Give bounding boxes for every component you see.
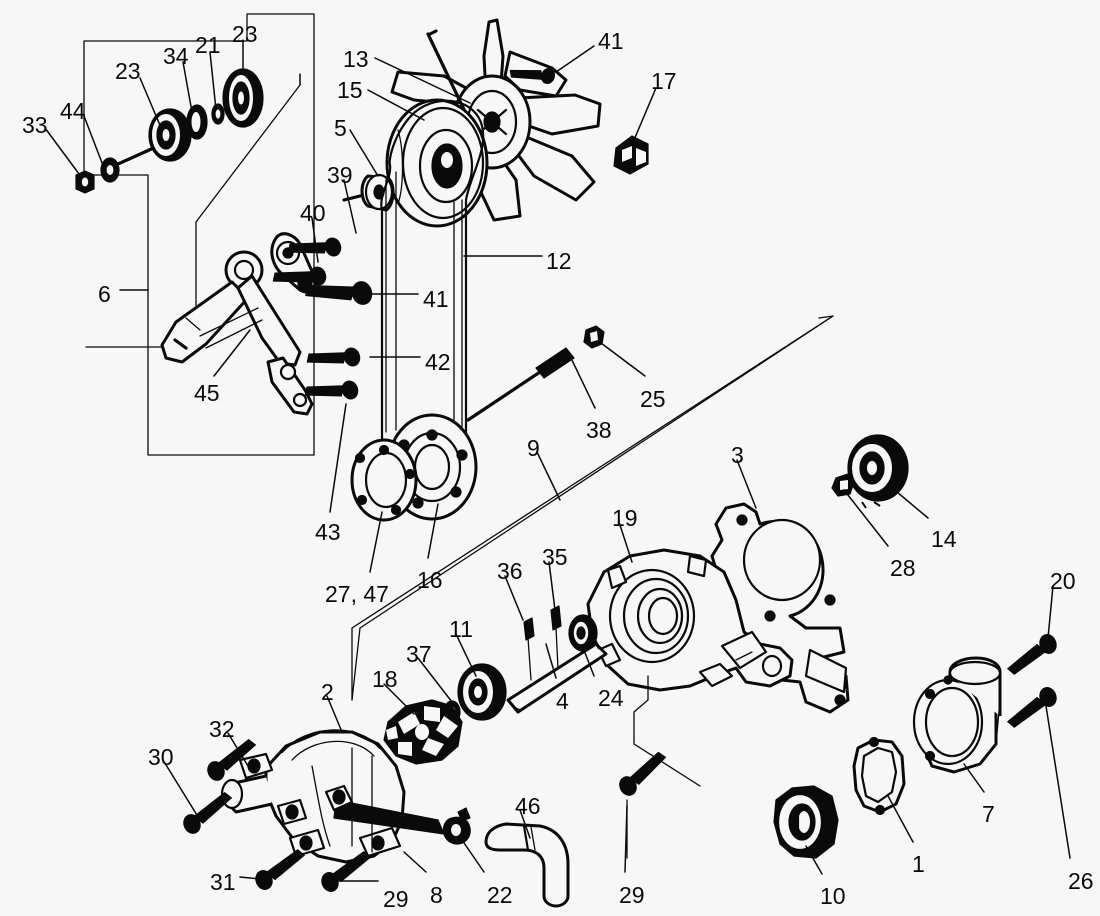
bolt-20 bbox=[1000, 631, 1062, 677]
callout-11: 11 bbox=[449, 616, 473, 642]
callout-41: 41 bbox=[598, 28, 624, 54]
bolt-29-right bbox=[612, 749, 675, 799]
pin-36 bbox=[523, 617, 535, 681]
callout-28: 28 bbox=[890, 555, 916, 581]
bearing-11 bbox=[457, 663, 507, 721]
pump-housing-19 bbox=[586, 548, 794, 692]
impeller-18 bbox=[383, 699, 463, 765]
callout-9: 9 bbox=[527, 435, 540, 461]
callout-32: 32 bbox=[209, 716, 235, 742]
tensioner-plate-40 bbox=[270, 232, 317, 294]
callout-13: 13 bbox=[343, 46, 369, 72]
callout-42: 42 bbox=[425, 349, 451, 375]
thermostat-housing-7 bbox=[912, 656, 1002, 774]
callout-29: 29 bbox=[619, 882, 645, 908]
callout-26: 26 bbox=[1068, 868, 1094, 894]
callout-7: 7 bbox=[982, 801, 995, 827]
callout-38: 38 bbox=[586, 417, 612, 443]
callout-40: 40 bbox=[300, 200, 326, 226]
fan-pulley-15 bbox=[385, 98, 489, 228]
leader-lines bbox=[44, 39, 1071, 882]
seal-24 bbox=[568, 614, 598, 652]
nut-25 bbox=[583, 325, 605, 349]
callout-2: 2 bbox=[321, 679, 334, 705]
clip-bracket-17 bbox=[613, 135, 649, 175]
callout-8: 8 bbox=[430, 882, 443, 908]
callout-39: 39 bbox=[327, 162, 353, 188]
callout-5: 5 bbox=[334, 115, 347, 141]
callout-44: 44 bbox=[60, 98, 86, 124]
crank-pulley-16 bbox=[386, 413, 478, 521]
drive-belt-12 bbox=[380, 99, 485, 488]
callout-34: 34 bbox=[163, 43, 189, 69]
callout-12: 12 bbox=[546, 248, 572, 274]
callout-19: 19 bbox=[612, 505, 638, 531]
coolant-hose-46 bbox=[484, 822, 570, 908]
callout-30: 30 bbox=[148, 744, 174, 770]
group-box-6 bbox=[83, 13, 315, 456]
callout-21: 21 bbox=[195, 32, 221, 58]
callout-14: 14 bbox=[931, 526, 957, 552]
callout-18: 18 bbox=[372, 666, 398, 692]
callout-29: 29 bbox=[383, 886, 409, 912]
callout-36: 36 bbox=[497, 558, 523, 584]
callout-22: 22 bbox=[487, 882, 513, 908]
callout-1: 1 bbox=[912, 851, 925, 877]
callout-3: 3 bbox=[731, 442, 744, 468]
callout-43: 43 bbox=[315, 519, 341, 545]
callout-20: 20 bbox=[1050, 568, 1076, 594]
pulley-gasket-27-47 bbox=[350, 438, 418, 522]
callout-31: 31 bbox=[210, 869, 236, 895]
bracket-linkage-assembly bbox=[160, 250, 314, 416]
callout-17: 17 bbox=[651, 68, 677, 94]
callout-37: 37 bbox=[406, 641, 432, 667]
woodruff-key-28 bbox=[831, 473, 855, 497]
hose-clamp-22 bbox=[442, 807, 471, 845]
callout-33: 33 bbox=[22, 112, 48, 138]
callout-27--47: 27, 47 bbox=[325, 581, 389, 607]
callout-41: 41 bbox=[423, 286, 449, 312]
callout-23: 23 bbox=[115, 58, 141, 84]
drive-gear-14 bbox=[847, 434, 909, 509]
callout-45: 45 bbox=[194, 380, 220, 406]
callout-10: 10 bbox=[820, 883, 846, 909]
callout-35: 35 bbox=[542, 544, 568, 570]
impeller-shaft-4 bbox=[506, 642, 608, 714]
bolt-26 bbox=[1000, 684, 1062, 730]
group-divider-9 bbox=[351, 315, 834, 701]
callout-46: 46 bbox=[515, 793, 541, 819]
callout-25: 25 bbox=[640, 386, 666, 412]
callout-23: 23 bbox=[232, 21, 258, 47]
thermostat-10 bbox=[773, 785, 839, 859]
pin-38 bbox=[466, 347, 575, 422]
callout-4: 4 bbox=[556, 688, 569, 714]
hardware-stack-upper-left bbox=[75, 68, 264, 194]
callout-16: 16 bbox=[417, 567, 443, 593]
callout-6: 6 bbox=[98, 281, 111, 307]
callout-24: 24 bbox=[598, 685, 624, 711]
callout-15: 15 bbox=[337, 77, 363, 103]
thermostat-gasket-1 bbox=[852, 736, 906, 816]
